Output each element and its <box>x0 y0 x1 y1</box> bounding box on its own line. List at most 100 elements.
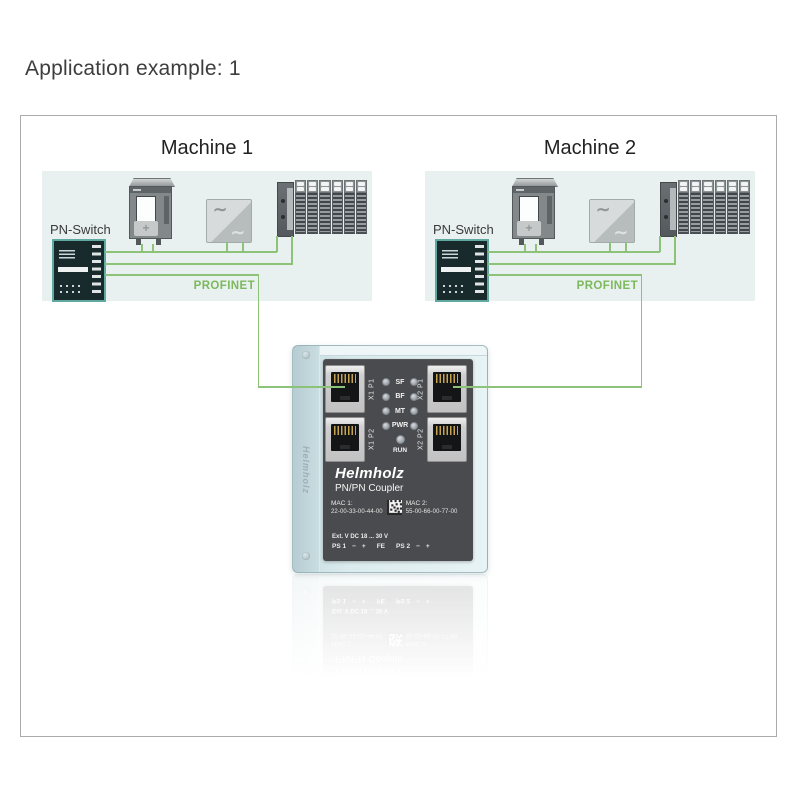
pn-switch-device <box>52 239 106 302</box>
io-module <box>726 180 738 235</box>
led-indicator <box>382 421 390 430</box>
terminal-minus-sign: − <box>416 543 420 550</box>
switch-text-lines <box>442 250 458 259</box>
mac-address-block: MAC 1: 22-00-33-00-44-00 MAC 2: <box>331 500 471 515</box>
plc-screen <box>136 196 156 222</box>
terminal-plus-sign: + <box>361 543 366 550</box>
io-head-module <box>660 182 677 237</box>
profinet-wire-stub <box>226 242 228 252</box>
rj45-jack <box>433 424 461 451</box>
profinet-label: PROFINET <box>193 280 255 292</box>
switch-label-strip <box>441 267 471 272</box>
profinet-wire <box>105 251 277 253</box>
io-module-terminals <box>295 193 307 234</box>
plc-device: + <box>127 178 177 245</box>
io-module-label <box>319 180 331 193</box>
io-module-terminals <box>343 193 355 234</box>
profinet-wire-stub <box>674 236 676 264</box>
switch-port-column <box>475 245 484 296</box>
io-module-terminals <box>690 193 702 234</box>
led-indicator <box>382 407 390 415</box>
plc-side-slot <box>547 196 552 224</box>
switch-port-column <box>92 245 101 296</box>
plc-keypad: + <box>517 221 541 236</box>
ac-symbol-icon: ∼ <box>596 200 611 219</box>
plc-foot <box>136 239 141 245</box>
pn-switch-device <box>435 239 489 302</box>
led-label-bf: BF <box>395 393 405 400</box>
plc-device: + <box>510 178 560 245</box>
switch-text-lines <box>59 250 75 259</box>
led-row-mt: MT <box>382 406 418 416</box>
mac2-block: MAC 2: 55-00-66-00-77-00 <box>406 500 458 515</box>
io-station-device <box>277 180 368 237</box>
led-row-sf: SF <box>382 377 418 387</box>
terminal-plus-sign: + <box>425 543 430 550</box>
plc-foot <box>519 239 524 245</box>
led-row-bf: BF <box>382 392 418 402</box>
io-modules <box>678 180 751 235</box>
io-module <box>295 180 307 235</box>
profinet-wire <box>488 251 660 253</box>
terminal-ps1-label: PS 1 <box>332 543 347 550</box>
plc-header <box>130 187 171 193</box>
ac-symbol-icon: ∼ <box>613 223 628 242</box>
led-indicator <box>410 392 418 401</box>
plc-body: + <box>129 186 172 239</box>
profinet-wire <box>488 274 642 276</box>
io-module-terminals <box>319 193 331 234</box>
device-front-plate: X1 P1 X1 P2 X2 P1 X2 P2 SF BF MT <box>323 359 473 561</box>
model-name: PN/PN Coupler <box>335 483 404 494</box>
io-module-label <box>678 180 690 193</box>
machine2-to-coupler-wire <box>453 386 642 388</box>
ac-symbol-icon: ∼ <box>213 200 228 219</box>
screw-icon <box>302 552 310 560</box>
led-row-pwr: PWR <box>382 421 418 431</box>
io-module-label <box>307 180 319 193</box>
power-rating-label: Ext. V DC 18 ... 30 V <box>332 534 389 540</box>
profinet-wire-stub <box>141 244 143 252</box>
plc-keypad: + <box>134 221 158 236</box>
io-module <box>738 180 751 235</box>
io-module <box>714 180 726 235</box>
io-station-device <box>660 180 751 237</box>
power-supply-device: ∼ ∼ <box>206 199 252 243</box>
led-indicator <box>409 407 418 415</box>
screw-icon <box>302 351 310 359</box>
led-label-pwr: PWR <box>391 422 409 429</box>
led-label-mt: MT <box>394 407 406 415</box>
plc-screen <box>519 196 539 222</box>
pn-switch-label: PN-Switch <box>50 222 111 237</box>
io-module <box>702 180 714 235</box>
pn-switch-label: PN-Switch <box>433 222 494 237</box>
datamatrix-code-icon <box>386 500 402 515</box>
io-module <box>307 180 319 235</box>
io-module-terminals <box>331 193 343 234</box>
profinet-wire-stub <box>659 236 661 252</box>
io-module-label <box>331 180 343 193</box>
plc-foot <box>539 239 544 245</box>
machine1-to-coupler-wire <box>257 274 260 388</box>
io-module-terminals <box>738 193 751 234</box>
port-x1p1 <box>325 365 365 413</box>
io-module-terminals <box>307 193 319 234</box>
profinet-wire-stub <box>291 236 293 264</box>
io-head-module <box>277 182 294 237</box>
io-module-terminals <box>726 193 738 234</box>
ac-symbol-icon: ∼ <box>230 223 245 242</box>
profinet-label: PROFINET <box>576 280 638 292</box>
machine-1-group: Machine 1 + ∼ ∼ <box>42 137 372 302</box>
io-module <box>319 180 331 235</box>
profinet-wire-stub <box>535 244 537 252</box>
io-module-label <box>690 180 702 193</box>
machine-1-title: Machine 1 <box>160 137 254 159</box>
power-supply-device: ∼ ∼ <box>589 199 635 243</box>
port-x1p2 <box>325 417 365 462</box>
power-terminal-row: PS 1 − + FE PS 2 − + <box>332 543 467 550</box>
plc-side-slot <box>164 196 169 224</box>
io-module-terminals <box>714 193 726 234</box>
plc-body: + <box>512 186 555 239</box>
io-module <box>678 180 690 235</box>
run-label: RUN <box>392 447 408 454</box>
led-indicator <box>409 378 418 386</box>
